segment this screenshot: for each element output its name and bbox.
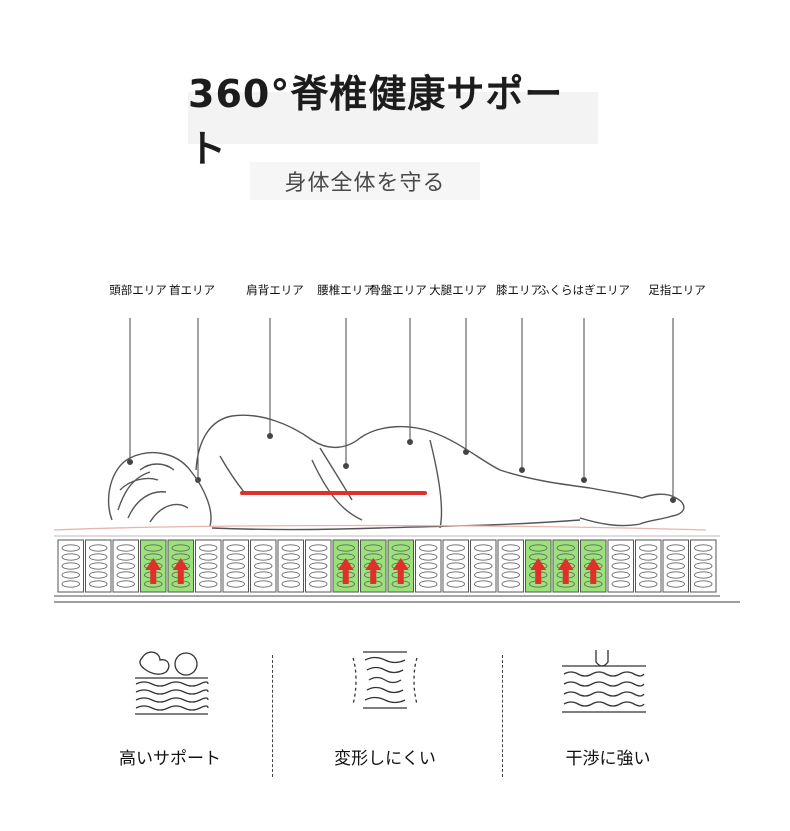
- support-arrow-icon: [585, 558, 602, 584]
- support-spring-cell: [360, 539, 387, 593]
- support-arrow-icon: [172, 558, 189, 584]
- spring-cell: [222, 539, 249, 593]
- zone-label-calf: ふくらはぎエリア: [538, 283, 630, 297]
- spring-cell: [57, 539, 84, 593]
- support-spring-cell: [332, 539, 359, 593]
- feature-high-support: 高いサポート: [80, 644, 260, 774]
- zone-label-head: 頭部エリア: [109, 283, 167, 297]
- spring-cell: [635, 539, 662, 593]
- spring-cell: [112, 539, 139, 593]
- spring-cell: [415, 539, 442, 593]
- spring-cell: [470, 539, 497, 593]
- mattress-comfort-layer: [53, 524, 707, 531]
- support-spring-cell: [552, 539, 579, 593]
- zone-label-waist: 腰椎エリア: [317, 283, 375, 297]
- feature-no-deform: 変形しにくい: [295, 644, 475, 774]
- pocket-spring-row: [57, 539, 717, 593]
- support-arrow-icon: [145, 558, 162, 584]
- spring-cell: [277, 539, 304, 593]
- feature-label-high-support: 高いサポート: [119, 749, 221, 769]
- spring-support-icon: [135, 651, 209, 715]
- mattress-diagram: [53, 318, 740, 603]
- zone-label-knee: 膝エリア: [496, 283, 542, 297]
- person-silhouette: [107, 414, 685, 531]
- zone-label-thigh: 大腿エリア: [429, 283, 487, 297]
- spring-cell: [497, 539, 524, 593]
- spring-compress-icon: [352, 651, 418, 709]
- feature-low-interference: 干渉に強い: [518, 644, 698, 774]
- feature-label-low-interference: 干渉に強い: [565, 749, 651, 769]
- support-spring-cell: [580, 539, 607, 593]
- spring-isolation-icon: [562, 650, 646, 713]
- support-arrow-icon: [365, 558, 382, 584]
- feature-divider: [272, 655, 273, 777]
- spring-cell: [442, 539, 469, 593]
- support-spring-cell: [140, 539, 167, 593]
- spring-cell: [305, 539, 332, 593]
- feature-divider: [502, 655, 503, 777]
- spring-cell: [607, 539, 634, 593]
- spring-cell: [250, 539, 277, 593]
- leader-lines: [127, 318, 676, 503]
- support-arrow-icon: [337, 558, 354, 584]
- spring-cell: [195, 539, 222, 593]
- spring-cell: [690, 539, 717, 593]
- feature-label-no-deform: 変形しにくい: [334, 749, 436, 769]
- page-subtitle: 身体全体を守る: [250, 162, 480, 200]
- zone-label-shoulder: 肩背エリア: [246, 283, 304, 297]
- zone-label-pelvis: 骨盤エリア: [369, 283, 427, 297]
- support-arrow-icon: [392, 558, 409, 584]
- support-spring-cell: [167, 539, 194, 593]
- support-spring-cell: [387, 539, 414, 593]
- support-arrow-icon: [530, 558, 547, 584]
- zone-label-neck: 首エリア: [169, 283, 215, 297]
- support-spring-cell: [525, 539, 552, 593]
- zone-label-foot: 足指エリア: [648, 283, 706, 297]
- spring-cell: [662, 539, 689, 593]
- spring-cell: [85, 539, 112, 593]
- support-arrow-icon: [557, 558, 574, 584]
